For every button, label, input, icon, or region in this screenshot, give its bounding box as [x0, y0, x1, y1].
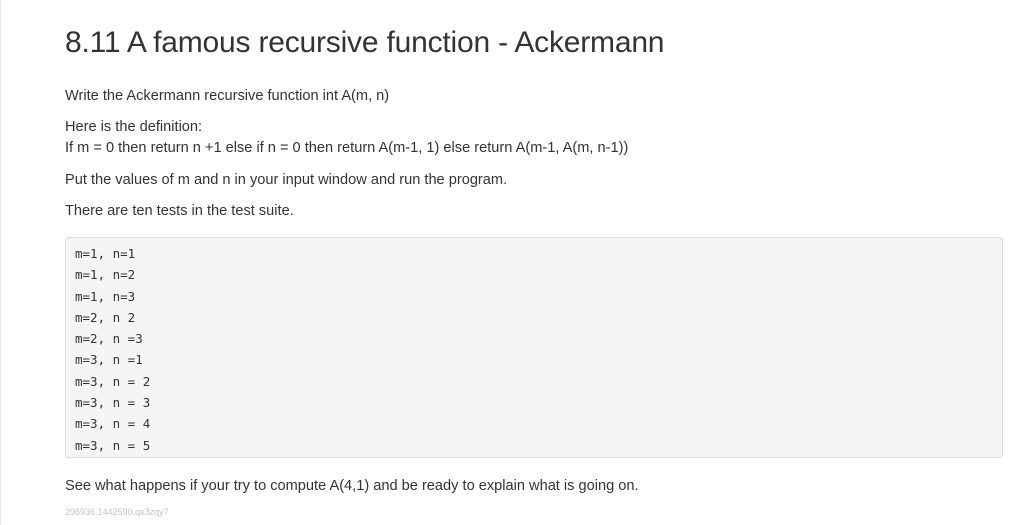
test-case-line: m=1, n=2 — [75, 267, 136, 283]
test-case-line: m=3, n =1 — [75, 352, 143, 368]
test-case-line: m=3, n = 3 — [75, 395, 151, 411]
instruction-run: Put the values of m and n in your input … — [65, 172, 508, 188]
test-case-line: m=2, n =3 — [75, 331, 143, 347]
instruction-definition: If m = 0 then return n +1 else if n = 0 … — [65, 140, 629, 156]
test-cases-code-block: m=1, n=1 m=1, n=2 m=1, n=3 m=2, n 2 m=2,… — [65, 237, 1003, 458]
instruction-definition-label: Here is the definition: — [65, 119, 203, 135]
page-title: 8.11 A famous recursive function - Acker… — [65, 26, 665, 59]
test-case-line: m=2, n 2 — [75, 309, 136, 325]
test-case-line: m=3, n = 2 — [75, 373, 151, 389]
closing-instruction: See what happens if your try to compute … — [65, 478, 639, 494]
instruction-tests: There are ten tests in the test suite. — [65, 203, 294, 219]
left-border-rule — [0, 0, 1, 525]
test-case-line: m=3, n = 5 — [75, 437, 151, 453]
instruction-task: Write the Ackermann recursive function i… — [65, 88, 390, 104]
activity-id-label: 296936.1442590.qx3zqy7 — [65, 507, 169, 517]
test-case-line: m=3, n = 4 — [75, 416, 151, 432]
test-case-line: m=1, n=3 — [75, 288, 136, 304]
test-case-line: m=1, n=1 — [75, 246, 136, 261]
